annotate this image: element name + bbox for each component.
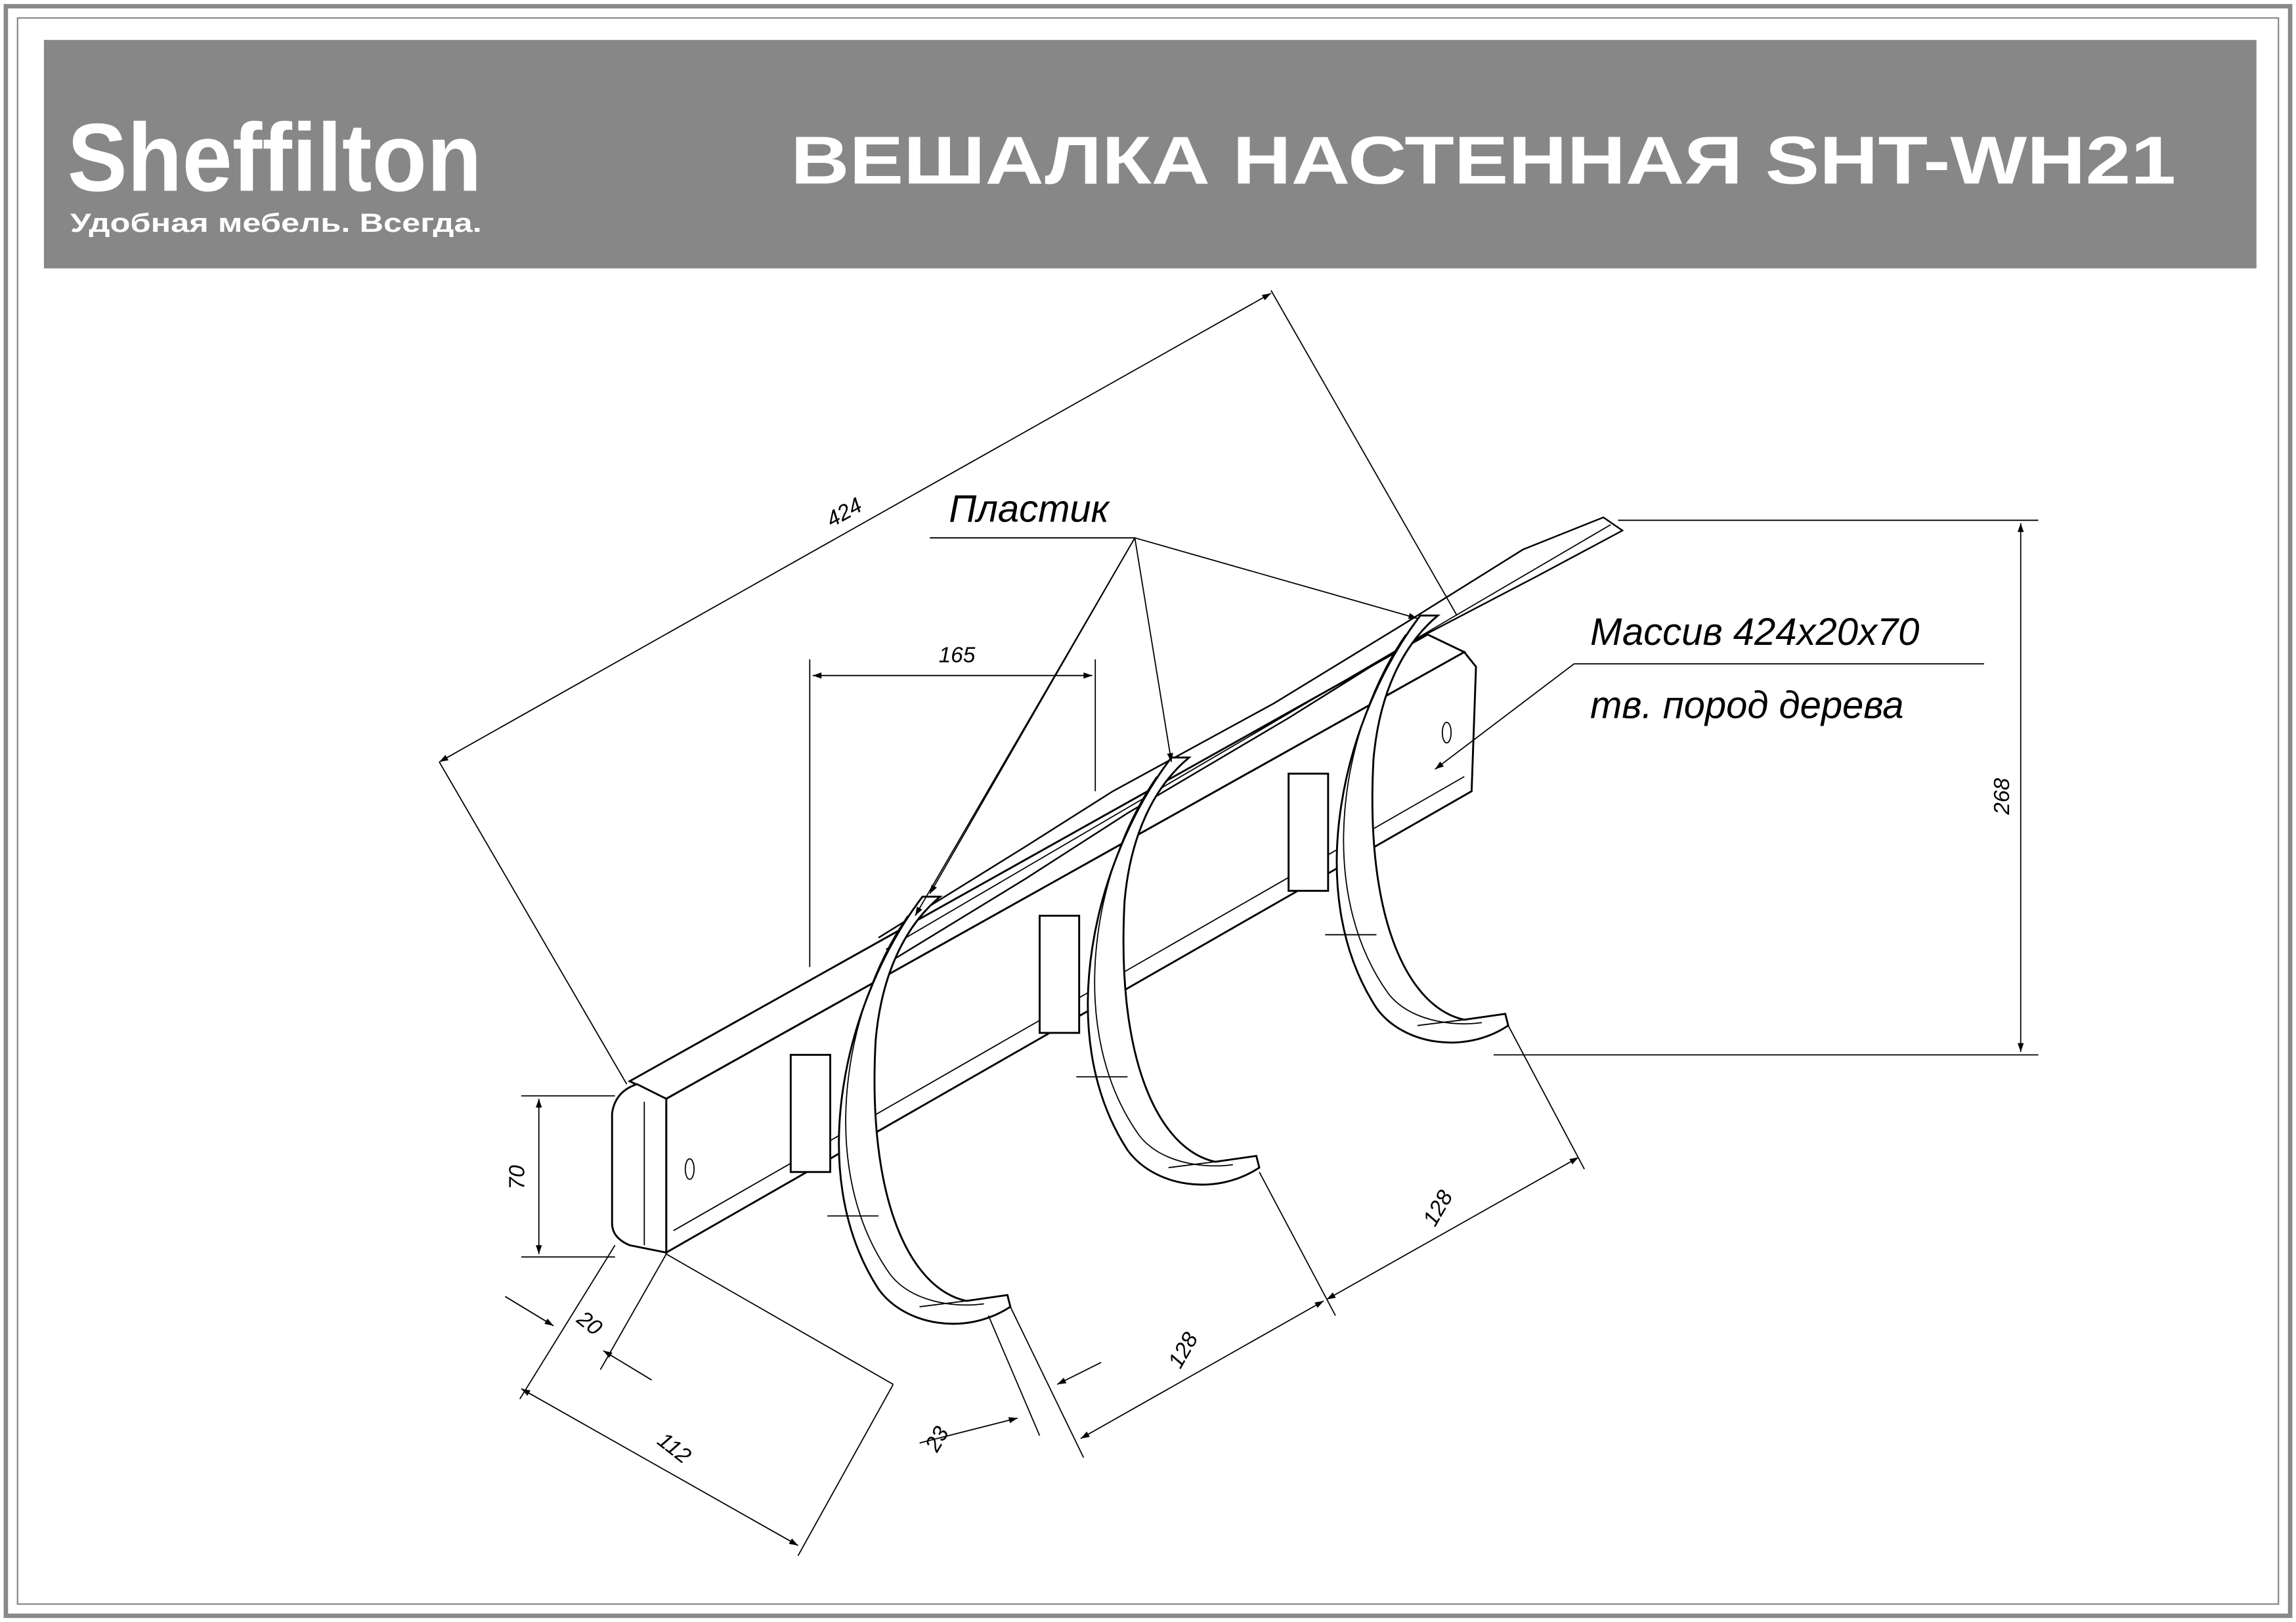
sheet-inner-frame xyxy=(16,17,2280,1605)
dimension-70: 70 xyxy=(505,1095,615,1258)
svg-text:165: 165 xyxy=(939,644,976,668)
leader-plastic: Пластик xyxy=(915,489,1418,916)
dimension-424: 424 xyxy=(439,290,1458,1085)
brand-logo: Sheffilton xyxy=(68,104,482,211)
dimension-23: 23 xyxy=(919,1306,1102,1458)
dimension-165: 165 xyxy=(809,644,1096,967)
svg-text:тв. пород дерева: тв. пород дерева xyxy=(1590,684,1904,726)
dimension-112: 112 xyxy=(521,1253,894,1556)
svg-text:128: 128 xyxy=(1163,1328,1203,1372)
svg-text:Массив 424x20x70: Массив 424x20x70 xyxy=(1590,611,1919,653)
svg-text:424: 424 xyxy=(823,493,867,532)
svg-text:112: 112 xyxy=(653,1428,695,1468)
svg-text:20: 20 xyxy=(572,1306,607,1341)
sheet-frame xyxy=(3,4,2293,1618)
dimension-128-upper: 128 xyxy=(1326,1025,1585,1300)
header-banner: Sheffilton Удобная мебель. Всегда. ВЕШАЛ… xyxy=(43,39,2257,269)
svg-text:128: 128 xyxy=(1419,1186,1458,1230)
svg-text:23: 23 xyxy=(921,1422,954,1457)
svg-text:268: 268 xyxy=(1990,778,2014,815)
mounting-hole xyxy=(1441,722,1452,744)
brand-tagline: Удобная мебель. Всегда. xyxy=(70,208,482,238)
leader-wood: Массив 424x20x70 тв. пород дерева xyxy=(1435,611,1984,770)
dimension-20: 20 xyxy=(504,1244,667,1399)
mounting-hole xyxy=(684,1158,695,1180)
svg-text:70: 70 xyxy=(505,1165,529,1190)
svg-text:Пластик: Пластик xyxy=(949,489,1110,531)
page-title: ВЕШАЛКА НАСТЕННАЯ SHT-WH21 xyxy=(791,122,2176,198)
dimension-128-lower: 128 xyxy=(1080,1172,1336,1439)
dimension-268: 268 xyxy=(1493,519,2039,1056)
